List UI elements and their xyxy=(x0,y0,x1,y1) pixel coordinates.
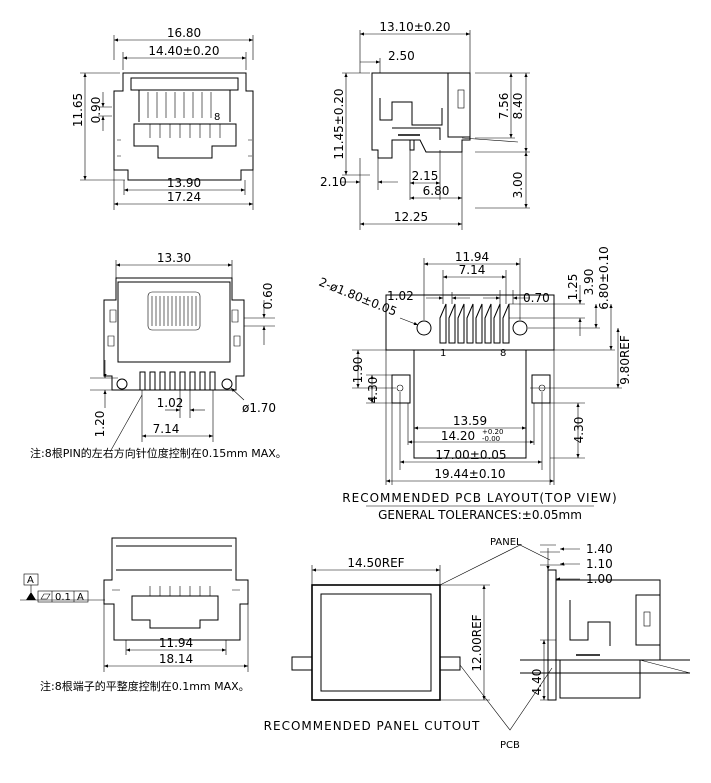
pcb-dim-w2-tol-upper: +0.20 xyxy=(482,428,503,436)
front-dim-height-total: 11.65 xyxy=(71,93,85,127)
pcb-dim-l2: 4.30 xyxy=(366,377,380,404)
rear-dim-inner: 11.94 xyxy=(159,636,193,650)
bottom-dim-hole: ø1.70 xyxy=(242,401,276,415)
pcb-dim-l1: 1.90 xyxy=(351,357,365,384)
mount-dim-b: 1.10 xyxy=(586,557,613,571)
pcb-dim-r3: 6.80±0.10 xyxy=(597,246,611,310)
bottom-dim-width: 13.30 xyxy=(157,251,191,265)
pcb-dim-outer-span: 11.94 xyxy=(455,250,489,264)
front-view: 16.80 14.40±0.20 11.65 0.90 8 13.90 17.2… xyxy=(71,26,254,210)
bottom-dim-offset: 1.20 xyxy=(93,411,107,438)
rear-note: 注:8根端子的平整度控制在0.1mm MAX。 xyxy=(40,679,250,693)
bottom-view: 13.30 0.60 1.02 7.14 ø1.70 1.20 注:8根PIN的… xyxy=(30,251,287,460)
rear-datum: A xyxy=(27,575,34,586)
side-dim-right-upper: 7.56 xyxy=(497,93,511,120)
rear-flatness-ref: A xyxy=(77,592,84,603)
bottom-dim-pin-pitch: 1.02 xyxy=(157,396,184,410)
rear-dim-outer: 18.14 xyxy=(159,652,193,666)
front-dim-bottom-outer: 17.24 xyxy=(167,190,201,204)
front-pin-label: 8 xyxy=(214,112,220,123)
pcb-dim-r4: 9.80REF xyxy=(618,335,632,385)
front-dim-inner-width: 14.40±0.20 xyxy=(148,44,219,58)
panel-dim-width: 14.50REF xyxy=(347,556,404,570)
pcb-pin-first: 1 xyxy=(440,348,446,359)
bottom-dim-pin-span: 7.14 xyxy=(153,422,180,436)
panel-cutout: 14.50REF 12.00REF RECOMMENDED PANEL CUTO… xyxy=(264,544,553,733)
side-dim-height: 11.45±0.20 xyxy=(332,88,346,159)
front-dim-bottom-inner: 13.90 xyxy=(167,176,201,190)
pcb-tolerance: GENERAL TOLERANCES:±0.05mm xyxy=(378,508,582,522)
bottom-note: 注:8根PIN的左右方向针位度控制在0.15mm MAX。 xyxy=(30,446,287,460)
pcb-dim-pin-span: 7.14 xyxy=(459,263,486,277)
mount-view: 1.40 1.10 1.00 PANEL 4.40 PCB xyxy=(490,537,691,751)
rear-view: A 0.1 A 11.94 18.14 注:8根端子的平整度控制在0.1mm M… xyxy=(20,537,250,693)
panel-dim-height: 12.00REF xyxy=(470,614,484,671)
side-dim-offset: 2.50 xyxy=(388,49,415,63)
pcb-pin-last: 8 xyxy=(500,348,506,359)
pcb-dim-r1: 1.25 xyxy=(566,274,580,301)
pcb-dim-w4: 19.44±0.10 xyxy=(434,467,505,481)
pcb-caption: RECOMMENDED PCB LAYOUT(TOP VIEW) xyxy=(342,491,617,505)
pcb-dim-w2-tol-lower: -0.00 xyxy=(482,435,500,443)
side-dim-pin-b: 6.80 xyxy=(423,184,450,198)
pcb-dim-r5: 4.30 xyxy=(572,417,586,444)
pcb-dim-w3: 17.00±0.05 xyxy=(435,448,506,462)
front-dim-height-small: 0.90 xyxy=(89,97,103,124)
pcb-dim-w2: 14.20 xyxy=(441,429,475,443)
pcb-dim-pad: 0.70 xyxy=(523,291,550,305)
mount-dim-c: 1.00 xyxy=(586,572,613,586)
side-dim-left-bottom: 2.10 xyxy=(320,175,347,189)
mount-dim-a: 1.40 xyxy=(586,542,613,556)
side-dim-length: 12.25 xyxy=(394,210,428,224)
panel-caption: RECOMMENDED PANEL CUTOUT xyxy=(264,719,481,733)
pcb-dim-r2: 3.90 xyxy=(582,269,596,296)
rear-flatness-tol: 0.1 xyxy=(55,592,71,603)
side-view: 13.10±0.20 2.50 11.45±0.20 7.56 8.40 3.0… xyxy=(320,20,530,230)
side-dim-depth: 13.10±0.20 xyxy=(379,20,450,34)
pcb-layout: 1 8 11.94 7.14 1.02 0.70 2-ø1.80±0.05 1.… xyxy=(317,246,632,522)
side-dim-pin-a: 2.15 xyxy=(412,169,439,183)
side-dim-right-total: 8.40 xyxy=(511,93,525,120)
pcb-dim-pitch: 1.02 xyxy=(387,289,414,303)
pcb-dim-w1: 13.59 xyxy=(453,414,487,428)
flatness-frame xyxy=(37,590,89,603)
side-dim-pin-height: 3.00 xyxy=(511,172,525,199)
flatness-icon xyxy=(40,593,51,600)
mount-dim-d: 4.40 xyxy=(530,669,544,696)
mount-label-pcb: PCB xyxy=(500,740,520,751)
bottom-dim-side: 0.60 xyxy=(261,283,275,310)
mount-label-panel: PANEL xyxy=(490,537,522,548)
front-dim-width-top: 16.80 xyxy=(167,26,201,40)
